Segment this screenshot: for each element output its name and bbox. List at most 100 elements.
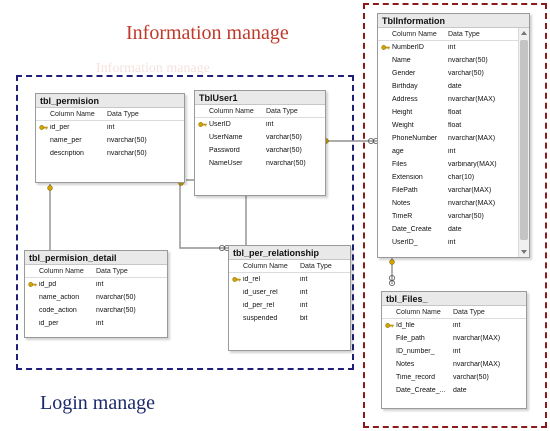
table-row[interactable]: ID_number_int bbox=[382, 345, 526, 358]
column-name: UserID_ bbox=[392, 239, 418, 246]
column-type: float bbox=[448, 122, 462, 129]
column-name: Date_Create bbox=[392, 226, 432, 233]
table-row[interactable]: Weight float bbox=[378, 119, 529, 132]
column-type: nvarchar(MAX) bbox=[448, 135, 496, 142]
column-type: nvarchar(50) bbox=[96, 307, 136, 314]
table-row[interactable]: name_per nvarchar(50) bbox=[36, 134, 184, 147]
column-header-type: Data Type bbox=[453, 308, 485, 316]
table-title: tbl_permision_detail bbox=[25, 251, 167, 265]
column-type: int bbox=[453, 322, 461, 329]
scroll-up-icon[interactable] bbox=[521, 31, 527, 35]
table-title: tbl_Files_ bbox=[382, 292, 526, 306]
information-manage-label: Information manage bbox=[126, 22, 289, 44]
table-row[interactable]: id_per int bbox=[25, 317, 167, 330]
column-name: suspended bbox=[243, 315, 278, 322]
column-type: int bbox=[448, 239, 456, 246]
table-row[interactable]: Birthday date bbox=[378, 80, 529, 93]
column-type: date bbox=[448, 83, 462, 90]
column-header-type: Data Type bbox=[96, 267, 128, 275]
column-type: nvarchar(50) bbox=[96, 294, 136, 301]
column-type: nvarchar(50) bbox=[107, 137, 147, 144]
column-type: varchar(50) bbox=[266, 147, 302, 154]
information-manage-label-ghost: Information manage bbox=[96, 61, 210, 76]
column-header-name: Column Name bbox=[209, 107, 254, 115]
scroll-thumb[interactable] bbox=[520, 40, 528, 240]
table-row[interactable]: UserID_ int bbox=[378, 236, 529, 249]
column-name: Password bbox=[209, 147, 240, 154]
column-type: varchar(MAX) bbox=[448, 187, 492, 194]
column-type: int bbox=[300, 276, 308, 283]
column-name: File_path bbox=[396, 335, 425, 342]
column-name: Address bbox=[392, 96, 418, 103]
vertical-scrollbar[interactable] bbox=[518, 28, 529, 257]
column-type: varchar(50) bbox=[453, 374, 489, 381]
column-name: Weight bbox=[392, 122, 414, 129]
primary-key-icon bbox=[229, 275, 243, 284]
column-type: varchar(50) bbox=[448, 213, 484, 220]
scroll-down-icon[interactable] bbox=[521, 250, 527, 254]
table-row[interactable]: Password varchar(50) bbox=[195, 144, 325, 157]
column-header-type: Data Type bbox=[300, 262, 332, 270]
many-end-icon bbox=[388, 279, 395, 286]
information-manage-region bbox=[363, 3, 547, 428]
primary-key-icon bbox=[378, 43, 392, 52]
column-name: name_per bbox=[50, 137, 82, 144]
column-name: Gender bbox=[392, 70, 416, 77]
column-type: nvarchar(50) bbox=[107, 150, 147, 157]
column-name: id_per bbox=[39, 320, 59, 327]
column-type: int bbox=[448, 148, 456, 155]
column-type: int bbox=[96, 320, 104, 327]
column-name: Birthday bbox=[392, 83, 418, 90]
column-header-type: Data Type bbox=[107, 110, 139, 118]
column-name: Name bbox=[392, 57, 411, 64]
login-manage-region bbox=[16, 75, 354, 370]
column-header-name: Column Name bbox=[392, 30, 437, 38]
column-name: id_user_rel bbox=[243, 289, 278, 296]
primary-key-icon bbox=[36, 123, 50, 132]
column-name: id_per bbox=[50, 124, 70, 131]
primary-key-icon bbox=[382, 321, 396, 330]
table-row[interactable]: Date_Create_...date bbox=[382, 384, 526, 397]
column-name: Extension bbox=[392, 174, 423, 181]
column-header-type: Data Type bbox=[448, 30, 480, 38]
column-type: float bbox=[448, 109, 462, 116]
